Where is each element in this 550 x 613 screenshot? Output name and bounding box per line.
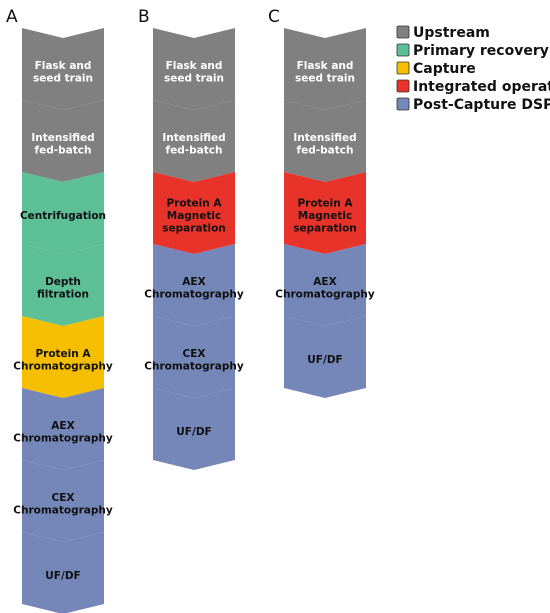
step-label: Flask and (166, 60, 223, 72)
panel-letter: A (6, 7, 18, 27)
chevron-shape (153, 28, 235, 110)
step-label: Intensified (31, 132, 94, 144)
chevron-shape (153, 316, 235, 398)
legend-swatch (396, 25, 410, 39)
chevron-shape (284, 28, 366, 110)
step-label: UF/DF (45, 570, 80, 582)
process-step: Centrifugation (20, 172, 106, 254)
chevron-shape (22, 532, 104, 613)
step-label: Chromatography (13, 504, 113, 516)
legend-item: Integrated operation (396, 79, 550, 95)
chevron-shape (22, 100, 104, 182)
chevron-shape (22, 172, 104, 254)
step-label: Protein A (35, 348, 91, 360)
chevron-shape (284, 316, 366, 398)
chevron-shape (153, 388, 235, 470)
step-label: Magnetic (298, 210, 353, 222)
legend-swatch (396, 43, 410, 57)
process-step: UF/DF (284, 316, 366, 398)
chevron-shape (153, 244, 235, 326)
step-label: Chromatography (275, 288, 375, 300)
step-label: separation (293, 223, 357, 235)
step-label: AEX (313, 276, 336, 288)
panel-letter: C (268, 7, 280, 27)
chevron-shape (22, 388, 104, 470)
step-label: Centrifugation (20, 210, 106, 222)
step-label: Depth (45, 276, 81, 288)
legend-item: Capture (396, 61, 476, 77)
step-label: seed train (164, 72, 224, 84)
step-label: Chromatography (144, 360, 244, 372)
chevron-shape (22, 460, 104, 542)
chevron-shape (22, 244, 104, 326)
chevron-shape (153, 172, 235, 254)
step-label: UF/DF (176, 426, 211, 438)
step-label: Protein A (297, 198, 353, 210)
step-label: fed-batch (166, 144, 223, 156)
step-label: Chromatography (13, 360, 113, 372)
chevron-shape (22, 316, 104, 398)
step-label: separation (162, 223, 226, 235)
panel-letter: B (138, 7, 150, 27)
step-label: Intensified (162, 132, 225, 144)
step-label: Flask and (297, 60, 354, 72)
step-label: seed train (33, 72, 93, 84)
legend-item: Primary recovery (396, 43, 549, 59)
step-label: seed train (295, 72, 355, 84)
legend-swatch (396, 61, 410, 75)
legend-label: Integrated operation (413, 79, 550, 95)
legend-label: Upstream (413, 25, 490, 41)
step-label: Magnetic (167, 210, 222, 222)
step-label: AEX (51, 420, 74, 432)
step-label: Chromatography (144, 288, 244, 300)
legend-label: Capture (413, 61, 476, 77)
chevron-shape (284, 100, 366, 182)
step-label: Intensified (293, 132, 356, 144)
chevron-shape (153, 100, 235, 182)
legend-item: Post-Capture DSP (396, 97, 550, 113)
step-label: Protein A (166, 198, 222, 210)
step-label: fed-batch (35, 144, 92, 156)
legend-item: Upstream (396, 25, 490, 41)
step-label: UF/DF (307, 354, 342, 366)
step-label: filtration (37, 288, 89, 300)
process-step: UF/DF (153, 388, 235, 470)
legend-label: Primary recovery (413, 43, 549, 59)
chevron-shape (22, 28, 104, 110)
step-label: fed-batch (297, 144, 354, 156)
process-step: UF/DF (22, 532, 104, 613)
legend-swatch (396, 97, 410, 111)
step-label: Chromatography (13, 432, 113, 444)
legend-label: Post-Capture DSP (413, 97, 550, 113)
chevron-shape (284, 172, 366, 254)
step-label: CEX (52, 492, 75, 504)
step-label: Flask and (35, 60, 92, 72)
step-label: CEX (183, 348, 206, 360)
step-label: AEX (182, 276, 205, 288)
legend-swatch (396, 79, 410, 93)
chevron-shape (284, 244, 366, 326)
